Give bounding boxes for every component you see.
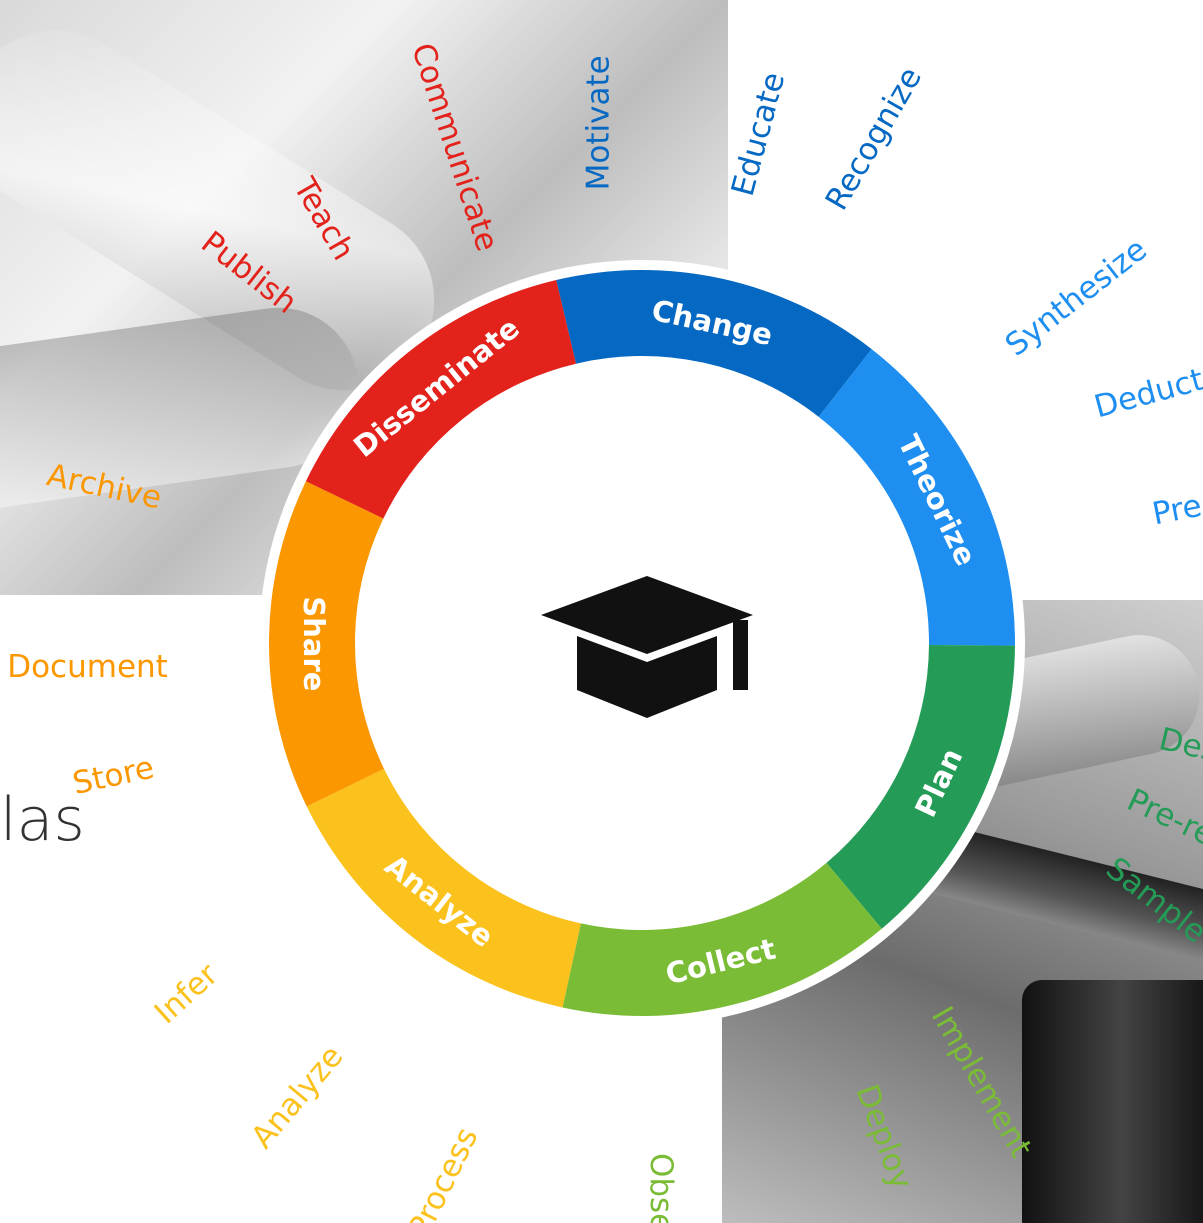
- word-share-1: Store: [70, 750, 158, 802]
- segment-share: [269, 481, 385, 807]
- word-theorize-2: Deduct: [1090, 362, 1203, 426]
- word-share-2: Document: [7, 649, 168, 685]
- word-theorize-1: Synthesize: [999, 231, 1154, 363]
- word-collect-2: Deploy: [848, 1080, 919, 1194]
- word-plan-1: Design: [1156, 721, 1203, 780]
- wheel-center: [357, 358, 927, 928]
- word-change-2: Educate: [725, 69, 792, 200]
- word-change-1: Motivate: [580, 55, 616, 190]
- word-analyze-3: Infer: [148, 956, 225, 1031]
- segment-change: [556, 269, 872, 417]
- word-plan-3: Sample: [1099, 850, 1203, 950]
- word-disseminate-3: Communicate: [404, 39, 505, 256]
- word-theorize-3: Predict: [1149, 477, 1203, 533]
- word-analyze-1: Process: [401, 1122, 485, 1223]
- partial-heading-text: las: [0, 785, 85, 855]
- graduation-cap-icon: [541, 576, 753, 718]
- segment-theorize: [818, 349, 1015, 646]
- word-disseminate-2: Teach: [286, 171, 362, 266]
- segment-disseminate: [305, 280, 576, 519]
- word-change-3: Recognize: [819, 61, 929, 216]
- segment-plan: [826, 645, 1015, 929]
- segment-analyze: [306, 768, 581, 1008]
- word-disseminate-1: Publish: [194, 224, 303, 320]
- segment-label-share: Share: [297, 596, 331, 691]
- word-collect-1: Implement: [924, 1000, 1039, 1163]
- word-analyze-2: Analyze: [244, 1039, 350, 1156]
- segment-collect: [562, 862, 882, 1016]
- word-collect-3: Observe: [643, 1153, 679, 1223]
- word-share-3: Archive: [44, 457, 165, 516]
